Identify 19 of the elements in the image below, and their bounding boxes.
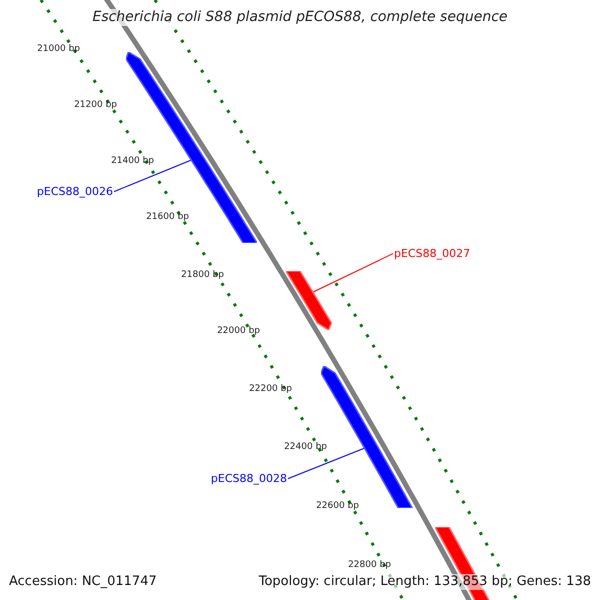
leader-line (288, 448, 366, 480)
summary-text: Topology: circular; Length: 133,853 bp; Genes: 138 (258, 574, 591, 590)
gene-label: pECS88_0028 (210, 472, 287, 486)
gene-label: pECS88_0026 (36, 185, 113, 198)
position-label: 22600 bp (316, 501, 359, 512)
position-label: 22800 bp (348, 560, 391, 571)
position-label: 21800 bp (181, 270, 224, 281)
leader-line (312, 253, 394, 292)
accession-text: Accession: NC_011747 (9, 574, 157, 590)
position-label: 21600 bp (146, 212, 189, 223)
position-label: 22400 bp (284, 442, 327, 453)
position-label: 21400 bp (111, 156, 154, 167)
position-label: 22200 bp (249, 384, 292, 395)
position-label: 21200 bp (74, 100, 117, 111)
gene-bar (286, 271, 332, 330)
leader-line (114, 160, 192, 192)
position-label: 22000 bp (217, 326, 260, 337)
gene-label: pECS88_0027 (394, 247, 470, 260)
position-label: 21000 bp (37, 44, 80, 55)
